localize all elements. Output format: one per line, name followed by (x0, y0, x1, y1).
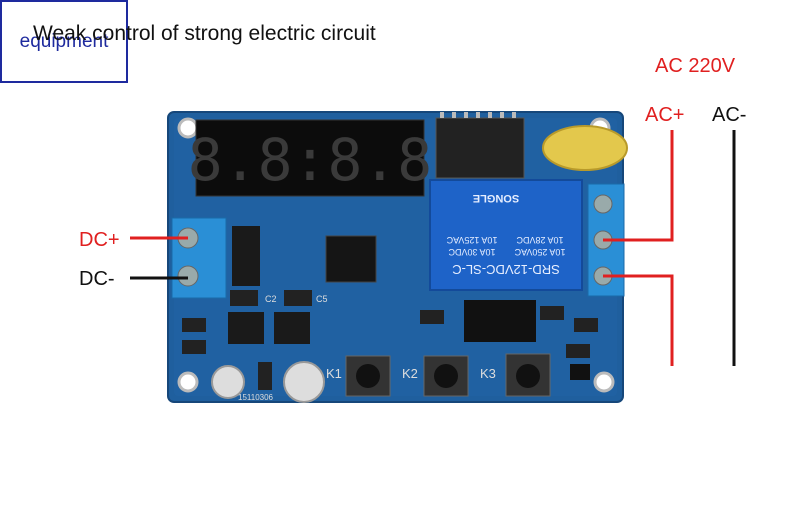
relay-rating: 10A 250VAC (514, 247, 565, 257)
chip-top (435, 112, 525, 179)
button-k2[interactable] (423, 355, 469, 397)
equipment-label: equipment (19, 30, 109, 52)
ac-plus-wire (603, 130, 674, 242)
ac-minus-label: AC- (712, 104, 747, 126)
capacitor-c5 (284, 290, 312, 306)
transistor (274, 312, 310, 344)
label-k2: K2 (402, 366, 418, 381)
smd-part (182, 340, 206, 354)
mount-hole (177, 371, 199, 393)
label-c5: C5 (316, 294, 328, 304)
relay-rating: 10A 30VDC (448, 247, 496, 257)
relay-rating: 10A 28VDC (516, 235, 564, 245)
electrolytic-capacitor (283, 361, 325, 403)
diode (232, 226, 260, 286)
button-k1[interactable] (345, 355, 391, 397)
dc-terminal-block (171, 217, 227, 299)
label-k1: K1 (326, 366, 342, 381)
smd-part (182, 318, 206, 332)
electrolytic-capacitor (211, 365, 245, 399)
smd-part (258, 362, 272, 390)
ac-plus-label: AC+ (645, 104, 685, 126)
page-title: Weak control of strong electric circuit (33, 22, 376, 45)
dc-minus-label: DC- (79, 268, 115, 290)
label-c2: C2 (265, 294, 277, 304)
label-k3: K3 (480, 366, 496, 381)
smd-part (566, 344, 590, 358)
capacitor-c2 (230, 290, 258, 306)
control-chip (325, 235, 377, 283)
dc-plus-label: DC+ (79, 229, 120, 251)
mount-hole (593, 371, 615, 393)
equipment-live-wire (603, 274, 674, 366)
buzzer (542, 125, 628, 171)
transistor (570, 364, 590, 380)
smd-part (574, 318, 598, 332)
smd-part (420, 310, 444, 324)
button-k3[interactable] (505, 353, 551, 397)
header-pins (464, 300, 536, 342)
transistor (228, 312, 264, 344)
ac-voltage-label: AC 220V (655, 55, 736, 77)
dc-minus-screw (177, 265, 199, 287)
smd-part (540, 306, 564, 320)
relay-brand: SONGLE (473, 192, 519, 204)
relay: SRD-12VDC-SL-C 10A 250VAC 10A 30VDC 10A … (429, 179, 583, 291)
equipment-box: equipment (0, 0, 128, 83)
seven-segment-display: 8.8:8.8 (188, 119, 432, 197)
relay-rating: 10A 125VAC (446, 235, 497, 245)
board-code: 15110306 (238, 393, 274, 402)
display-digits: 8.8:8.8 (188, 126, 432, 194)
relay-model: SRD-12VDC-SL-C (452, 262, 560, 277)
